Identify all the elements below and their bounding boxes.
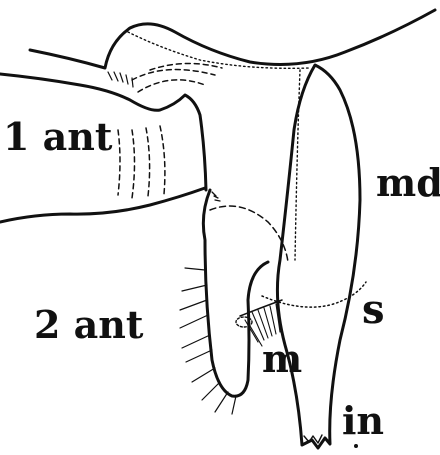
- second-antenna-outline: [203, 190, 268, 396]
- first-antenna-tip-hatching: [108, 72, 133, 87]
- first-antenna-segment-dashes-1: [118, 130, 120, 195]
- head-inner-dotted-outline: [128, 32, 310, 68]
- first-antenna-label: 1 ant: [3, 118, 112, 156]
- first-antenna-lower-outline: [0, 188, 205, 222]
- first-antenna-segment-dashes-2: [132, 130, 135, 198]
- first-antenna-segment-dashes-3: [146, 128, 150, 196]
- second-antenna-setae: [180, 268, 236, 414]
- mandible-label: md: [376, 164, 440, 202]
- in-label-subdot: [354, 444, 358, 448]
- second-antenna-inner-dashes: [210, 206, 288, 262]
- in-label: in: [342, 402, 384, 440]
- first-antenna-base-dashes: [132, 63, 222, 92]
- m-muscle-outline: [240, 300, 282, 316]
- second-antenna-label: 2 ant: [34, 306, 143, 344]
- m-label: m: [262, 340, 302, 378]
- s-label: s: [362, 290, 385, 330]
- first-antenna-segment-dashes-4: [160, 126, 165, 194]
- mandible-outline: [277, 65, 360, 448]
- second-antenna-hatching: [212, 192, 220, 201]
- head-top-outline: [30, 10, 435, 68]
